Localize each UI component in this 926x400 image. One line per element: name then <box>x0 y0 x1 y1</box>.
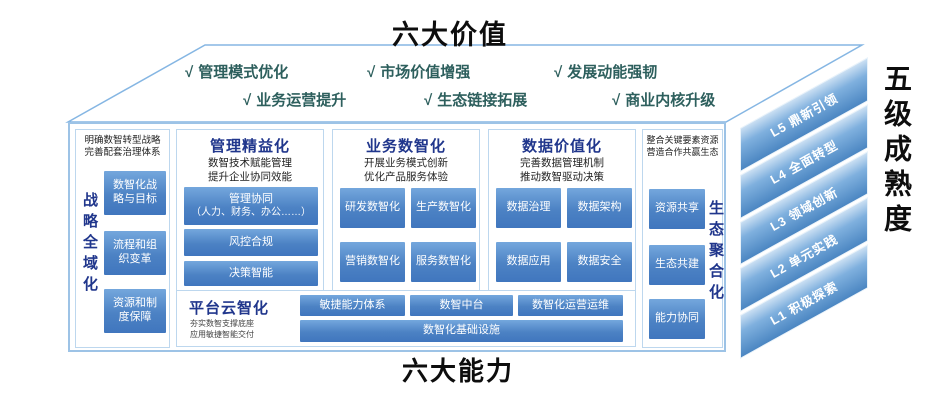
platform-box: 敏捷能力体系 <box>300 295 405 316</box>
business-box: 研发数智化 <box>340 188 405 228</box>
ecosystem-box: 资源共享 <box>649 189 705 229</box>
strategy-vertical-label: 战略全域化 <box>81 192 98 297</box>
data-desc: 完善数据管理机制 推动数智驱动决策 <box>489 157 635 185</box>
panel-business: 业务数智化 开展业务模式创新 优化产品服务体验 研发数智化 生产数智化 营销数智… <box>332 129 480 291</box>
business-desc-line2: 优化产品服务体验 <box>364 170 448 183</box>
value-item: √发展动能强韧 <box>554 61 657 82</box>
ecosystem-box: 能力协同 <box>649 299 705 339</box>
platform-box: 数智中台 <box>410 295 513 316</box>
business-title: 业务数智化 <box>365 138 446 155</box>
value-item: √业务运营提升 <box>243 89 346 110</box>
management-box-risk: 风控合规 <box>184 229 318 256</box>
business-desc-line1: 开展业务模式创新 <box>364 157 448 169</box>
platform-box: 数智化运营运维 <box>518 295 623 316</box>
management-desc-line2: 提升企业协同效能 <box>208 170 292 183</box>
platform-desc-line1: 夯实数智支撑底座 <box>190 319 254 328</box>
panel-platform: 平台云智化 夯实数智支撑底座 应用敏捷智能交付 敏捷能力体系 数智中台 数智化运… <box>176 290 636 347</box>
platform-desc: 夯实数智支撑底座 应用敏捷智能交付 <box>190 319 254 341</box>
value-label: 业务运营提升 <box>256 92 347 109</box>
ecosystem-desc-line1: 整合关键要素资源 <box>646 135 719 145</box>
ecosystem-desc-line2: 营造合作共赢生态 <box>646 146 719 157</box>
panel-strategy: 明确数智转型战略 完善配套治理体系 战略全域化 数智化战略与目标 流程和组织变革… <box>75 129 170 348</box>
data-desc-line1: 完善数据管理机制 <box>520 157 604 169</box>
check-icon: √ <box>367 64 376 81</box>
six-values-title: 六大价值 <box>392 20 508 50</box>
platform-infrastructure-box: 数智化基础设施 <box>300 320 623 342</box>
data-box: 数据应用 <box>496 242 561 282</box>
value-label: 商业内核升级 <box>625 92 716 109</box>
check-icon: √ <box>554 64 563 81</box>
data-box: 数据架构 <box>567 188 632 228</box>
check-icon: √ <box>612 92 621 109</box>
value-item: √商业内核升级 <box>612 89 715 110</box>
strategy-desc-line1: 明确数智转型战略 <box>84 135 161 146</box>
data-title: 数据价值化 <box>521 138 602 155</box>
maturity-title: 五级成熟度 <box>881 64 912 239</box>
data-desc-line2: 推动数智驱动决策 <box>520 170 604 183</box>
panel-ecosystem: 整合关键要素资源 营造合作共赢生态 生态聚合化 资源共享 生态共建 能力协同 <box>642 129 724 348</box>
capability-frame: 明确数智转型战略 完善配套治理体系 战略全域化 数智化战略与目标 流程和组织变革… <box>68 122 726 352</box>
check-icon: √ <box>424 92 433 109</box>
ecosystem-vertical-label: 生态聚合化 <box>707 200 724 305</box>
business-box: 生产数智化 <box>411 188 476 228</box>
maturity-ladder: L5 鼎新引领 L4 全面转型 L3 领域创新 L2 单元实践 L1 积极探索 <box>740 57 868 359</box>
management-desc: 数智技术赋能管理 提升企业协同效能 <box>177 157 323 185</box>
value-label: 管理模式优化 <box>198 64 289 81</box>
platform-desc-line2: 应用敏捷智能交付 <box>190 329 254 339</box>
management-desc-line1: 数智技术赋能管理 <box>208 157 292 169</box>
business-desc: 开展业务模式创新 优化产品服务体验 <box>333 157 479 185</box>
management-box-decision: 决策智能 <box>184 261 318 286</box>
ecosystem-box: 生态共建 <box>649 245 705 285</box>
panel-data: 数据价值化 完善数据管理机制 推动数智驱动决策 数据治理 数据架构 数据应用 数… <box>488 129 636 291</box>
data-box: 数据治理 <box>496 188 561 228</box>
data-box: 数据安全 <box>567 242 632 282</box>
value-label: 市场价值增强 <box>380 64 471 81</box>
value-label: 生态链接拓展 <box>437 92 528 109</box>
strategy-desc: 明确数智转型战略 完善配套治理体系 <box>76 135 169 160</box>
business-box: 营销数智化 <box>340 242 405 282</box>
strategy-box: 资源和制度保障 <box>104 289 166 333</box>
panel-management: 管理精益化 数智技术赋能管理 提升企业协同效能 管理协同 （人力、财务、办公……… <box>176 129 324 291</box>
collab-line2: （人力、财务、办公……） <box>191 206 311 218</box>
strategy-box: 流程和组织变革 <box>104 231 166 275</box>
check-icon: √ <box>243 92 252 109</box>
business-box: 服务数智化 <box>411 242 476 282</box>
value-item: √管理模式优化 <box>185 61 288 82</box>
six-capabilities-title: 六大能力 <box>401 356 514 386</box>
strategy-box: 数智化战略与目标 <box>104 171 166 215</box>
management-box-collab: 管理协同 （人力、财务、办公……） <box>184 187 318 225</box>
strategy-desc-line2: 完善配套治理体系 <box>84 147 161 159</box>
check-icon: √ <box>185 64 194 81</box>
ecosystem-desc: 整合关键要素资源 营造合作共赢生态 <box>643 135 722 158</box>
collab-line1: 管理协同 <box>229 192 273 205</box>
value-item: √生态链接拓展 <box>424 89 527 110</box>
value-label: 发展动能强韧 <box>567 64 658 81</box>
platform-title: 平台云智化 <box>189 300 270 317</box>
management-title: 管理精益化 <box>209 138 290 155</box>
value-item: √市场价值增强 <box>367 61 470 82</box>
